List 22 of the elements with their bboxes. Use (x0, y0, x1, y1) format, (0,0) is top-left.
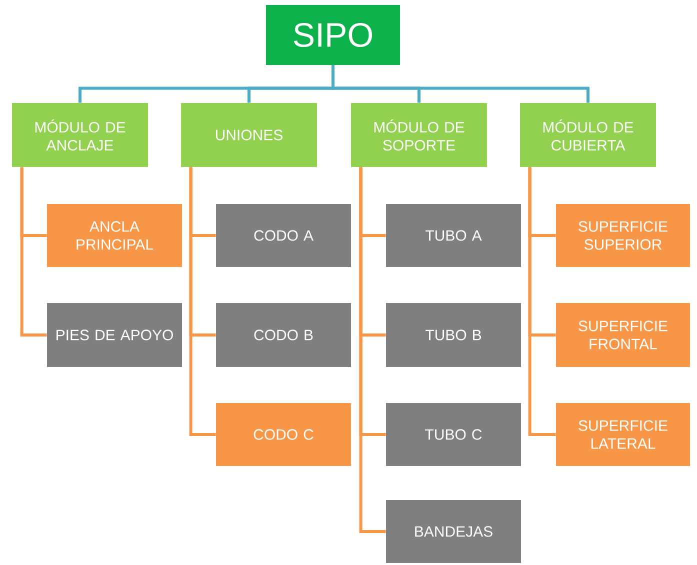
component-box: TUBO C (386, 403, 521, 466)
component-box: CODO B (216, 303, 351, 367)
module-box: UNIONES (181, 103, 317, 167)
component-box: CODO A (216, 204, 351, 267)
component-box: PIES DE APOYO (47, 303, 182, 367)
component-box: TUBO B (386, 303, 521, 367)
connector-line (359, 167, 386, 533)
connector-line (189, 167, 216, 436)
module-box: MÓDULO DE SOPORTE (351, 103, 487, 167)
title-box: SIPO (266, 5, 400, 65)
component-box: SUPERFICIE FRONTAL (556, 303, 690, 367)
component-box: ANCLA PRINCIPAL (47, 204, 182, 267)
component-box: CODO C (216, 403, 351, 466)
connector-line (20, 167, 47, 336)
component-box: BANDEJAS (386, 500, 521, 563)
module-box: MÓDULO DE CUBIERTA (520, 103, 656, 167)
connector-line (332, 65, 590, 103)
module-box: MÓDULO DE ANCLAJE (12, 103, 148, 167)
component-box: SUPERFICIE SUPERIOR (556, 204, 690, 267)
component-box: TUBO A (386, 204, 521, 267)
component-box: SUPERFICIE LATERAL (556, 403, 690, 466)
connector-line (528, 167, 556, 436)
